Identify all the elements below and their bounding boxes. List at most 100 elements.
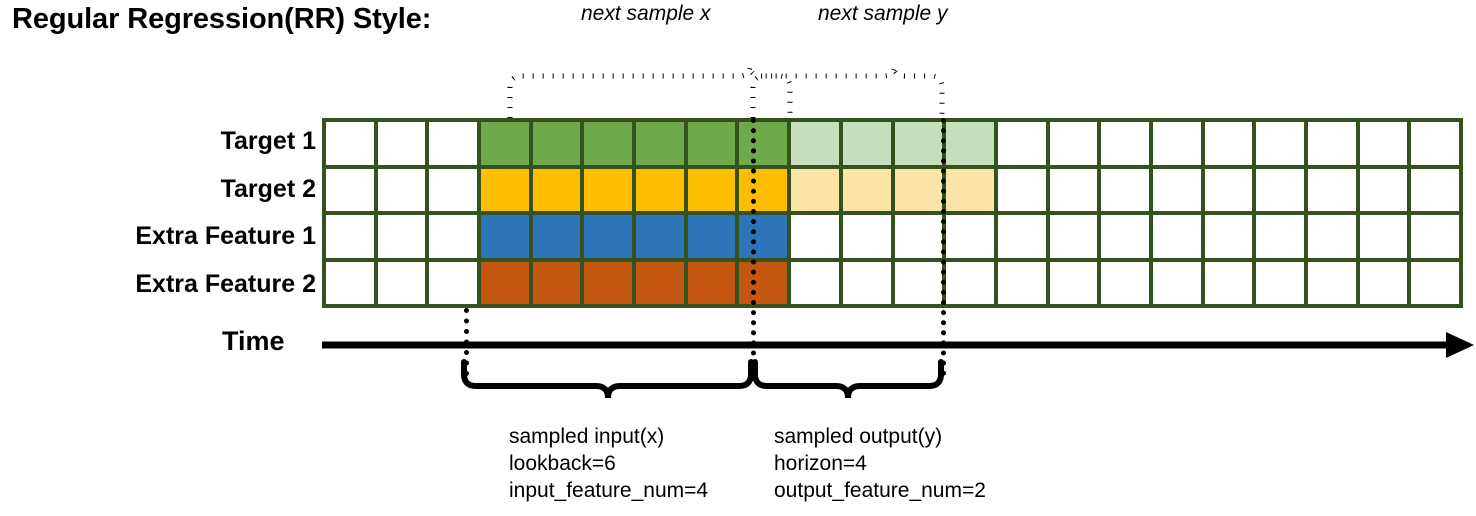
time-axis-label: Time bbox=[222, 326, 285, 356]
dotted-brace-next-x bbox=[507, 65, 793, 118]
grid-cell-r0-c21 bbox=[1411, 122, 1459, 165]
grid-cell-r1-c6 bbox=[636, 168, 684, 211]
caption-right-line-2: horizon=4 bbox=[774, 452, 867, 475]
caption-left-line-3: input_feature_num=4 bbox=[509, 479, 709, 502]
grid-cell-r3-c10 bbox=[842, 261, 891, 304]
grid-cell-r2-c16 bbox=[1152, 215, 1201, 258]
label-next-sample-x: next sample x bbox=[581, 2, 711, 25]
row-label-target-1: Target 1 bbox=[220, 127, 316, 155]
grid-cell-r2-c7 bbox=[687, 215, 736, 258]
grid-cell-r3-c19 bbox=[1307, 261, 1356, 304]
grid-cell-r2-c3 bbox=[481, 215, 529, 258]
grid-cell-r0-c17 bbox=[1204, 122, 1253, 165]
grid-cell-r0-c15 bbox=[1101, 122, 1149, 165]
grid-cell-r3-c11 bbox=[894, 261, 943, 304]
grid-cell-r3-c13 bbox=[997, 261, 1046, 304]
row-label-extra-feature-2: Extra Feature 2 bbox=[135, 270, 316, 298]
grid-cell-r1-c14 bbox=[1049, 168, 1098, 211]
grid-cell-r0-c11 bbox=[894, 122, 943, 165]
grid-cell-r2-c13 bbox=[997, 215, 1046, 258]
grid-cell-r3-c4 bbox=[532, 261, 581, 304]
grid-cell-r2-c12 bbox=[946, 215, 994, 258]
grid-cell-r0-c12 bbox=[946, 122, 994, 165]
grid-cell-r1-c16 bbox=[1152, 168, 1201, 211]
caption-left-line-1: sampled input(x) bbox=[509, 425, 665, 448]
grid-cell-r3-c15 bbox=[1101, 261, 1149, 304]
grid-cell-r2-c10 bbox=[842, 215, 891, 258]
time-axis-arrow bbox=[322, 332, 1474, 358]
grid-cell-r1-c12 bbox=[946, 168, 994, 211]
brace-sampled-output bbox=[752, 359, 944, 399]
grid-cell-r3-c18 bbox=[1256, 261, 1304, 304]
grid-cell-r0-c13 bbox=[997, 122, 1046, 165]
grid-cell-r2-c15 bbox=[1101, 215, 1149, 258]
row-label-extra-feature-1: Extra Feature 1 bbox=[135, 222, 316, 250]
grid-cell-r0-c1 bbox=[377, 122, 426, 165]
grid-cell-r3-c20 bbox=[1359, 261, 1408, 304]
arrow-head-icon bbox=[1446, 332, 1474, 358]
grid-cell-r2-c4 bbox=[532, 215, 581, 258]
grid-cell-r2-c1 bbox=[377, 215, 426, 258]
caption-sampled-output: sampled output(y) horizon=4 output_featu… bbox=[774, 423, 986, 504]
grid-cell-r1-c9 bbox=[791, 168, 839, 211]
grid-cell-r3-c8 bbox=[739, 261, 788, 304]
grid-cell-r1-c7 bbox=[687, 168, 736, 211]
grid-cell-r1-c3 bbox=[481, 168, 529, 211]
grid-cell-r1-c4 bbox=[532, 168, 581, 211]
grid-cell-r1-c21 bbox=[1411, 168, 1459, 211]
grid-cell-r3-c16 bbox=[1152, 261, 1201, 304]
brace-sampled-input bbox=[461, 359, 754, 399]
page-title: Regular Regression(RR) Style: bbox=[12, 3, 432, 35]
grid-cell-r3-c9 bbox=[791, 261, 839, 304]
grid-cell-r1-c1 bbox=[377, 168, 426, 211]
grid-cell-r1-c17 bbox=[1204, 168, 1253, 211]
grid-cell-r2-c6 bbox=[636, 215, 684, 258]
grid-cell-r1-c11 bbox=[894, 168, 943, 211]
grid-cell-r3-c17 bbox=[1204, 261, 1253, 304]
grid-cell-r0-c3 bbox=[481, 122, 529, 165]
grid-cell-r1-c2 bbox=[429, 168, 478, 211]
grid-cell-r1-c8 bbox=[739, 168, 788, 211]
grid-cell-r2-c18 bbox=[1256, 215, 1304, 258]
grid-cell-r2-c9 bbox=[791, 215, 839, 258]
caption-right-line-3: output_feature_num=2 bbox=[774, 479, 986, 502]
grid-cell-r2-c11 bbox=[894, 215, 943, 258]
grid-cell-r2-c21 bbox=[1411, 215, 1459, 258]
grid-cell-r3-c21 bbox=[1411, 261, 1459, 304]
solid-brace-bottom-group bbox=[461, 359, 944, 399]
grid-cell-r1-c15 bbox=[1101, 168, 1149, 211]
grid-cell-r2-c2 bbox=[429, 215, 478, 258]
grid-cell-r3-c12 bbox=[946, 261, 994, 304]
grid-cell-r2-c8 bbox=[739, 215, 788, 258]
grid-cell-r2-c17 bbox=[1204, 215, 1253, 258]
grid-cell-r3-c1 bbox=[377, 261, 426, 304]
grid-cell-r2-c20 bbox=[1359, 215, 1408, 258]
grid-cell-r1-c19 bbox=[1307, 168, 1356, 211]
grid-cell-r0-c14 bbox=[1049, 122, 1098, 165]
grid-cell-r3-c7 bbox=[687, 261, 736, 304]
grid-cell-r2-c19 bbox=[1307, 215, 1356, 258]
caption-sampled-input: sampled input(x) lookback=6 input_featur… bbox=[509, 423, 708, 504]
grid-cell-r0-c8 bbox=[739, 122, 788, 165]
caption-right-line-1: sampled output(y) bbox=[774, 425, 943, 448]
grid-cell-r3-c14 bbox=[1049, 261, 1098, 304]
grid-cell-r0-c0 bbox=[326, 122, 374, 165]
caption-left-line-2: lookback=6 bbox=[509, 452, 616, 475]
grid-cell-r2-c0 bbox=[326, 215, 374, 258]
grid-cell-r0-c4 bbox=[532, 122, 581, 165]
grid-cell-r0-c2 bbox=[429, 122, 478, 165]
grid-cell-r0-c6 bbox=[636, 122, 684, 165]
row-label-target-2: Target 2 bbox=[220, 175, 316, 203]
grid-cell-r0-c5 bbox=[584, 122, 633, 165]
grid-cell-r2-c14 bbox=[1049, 215, 1098, 258]
grid-cell-r1-c10 bbox=[842, 168, 891, 211]
grid-cell-r3-c3 bbox=[481, 261, 529, 304]
dotted-guide-output-end bbox=[941, 118, 946, 376]
grid-cell-r1-c18 bbox=[1256, 168, 1304, 211]
grid-cell-r2-c5 bbox=[584, 215, 633, 258]
grid-cell-r1-c0 bbox=[326, 168, 374, 211]
dotted-guide-input-end bbox=[751, 118, 756, 376]
grid-cell-r1-c13 bbox=[997, 168, 1046, 211]
grid-cell-r0-c19 bbox=[1307, 122, 1356, 165]
